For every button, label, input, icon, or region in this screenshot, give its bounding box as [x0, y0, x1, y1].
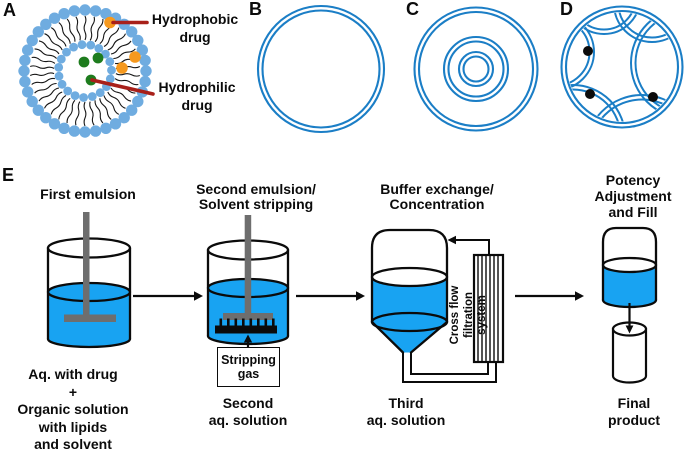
flow-arrow-2 [296, 291, 365, 301]
panel-label-a: A [3, 0, 16, 20]
return-line [456, 239, 490, 255]
stirrer-rod [83, 212, 90, 319]
recirculation-pipe [402, 352, 497, 383]
step-3-title: Buffer exchange/ Concentration [380, 181, 494, 212]
multivesicular-vesicle-icon [560, 5, 684, 129]
step-2-caption: Second aq. solution [208, 395, 288, 428]
sparger-jets [219, 318, 275, 327]
drug-dot [648, 92, 658, 102]
panel-label-e: E [2, 165, 15, 185]
stirrer-rod [244, 215, 252, 315]
drug-dot [585, 89, 595, 99]
panel-label-c: C [406, 0, 419, 19]
step-2-title: Second emulsion/ Solvent stripping [196, 181, 316, 212]
gas-sparger [215, 325, 277, 334]
drug-dot [583, 46, 593, 56]
buffer-exchange-tank-icon [370, 228, 505, 383]
step-1-title: First emulsion [40, 186, 136, 202]
step-3-caption: Third aq. solution [366, 395, 446, 428]
hydrophilic-pointer-line [90, 78, 155, 96]
panel-label-b: B [249, 0, 262, 19]
step-4-caption: Final product [607, 395, 661, 428]
unilamellar-vesicle-icon [256, 4, 386, 134]
cross-flow-filter-label: Cross flow filtration system [449, 285, 488, 345]
first-emulsion-beaker-icon [46, 212, 132, 349]
hydrophilic-drug-label: Hydrophilic drug [158, 79, 236, 113]
stirrer-paddle [64, 314, 116, 322]
fill-arrow [625, 303, 634, 334]
step-4-title: Potency Adjustment and Fill [594, 172, 672, 220]
liposome-cross-section-icon [18, 4, 152, 138]
step-1-caption: Aq. with drug + Organic solution with li… [17, 366, 129, 452]
second-emulsion-beaker-icon [206, 215, 290, 347]
flow-arrow-1 [133, 291, 203, 301]
panel-label-d: D [560, 0, 573, 19]
stripping-gas-box: Stripping gas [217, 347, 280, 387]
flow-arrow-3 [515, 291, 584, 301]
stirrer-paddle [223, 313, 273, 320]
fill-tank-icon [601, 226, 658, 309]
hydrophobic-drug-label: Hydrophobic drug [151, 11, 239, 45]
multilamellar-vesicle-icon [413, 6, 539, 132]
final-product-vial-icon [611, 321, 648, 384]
